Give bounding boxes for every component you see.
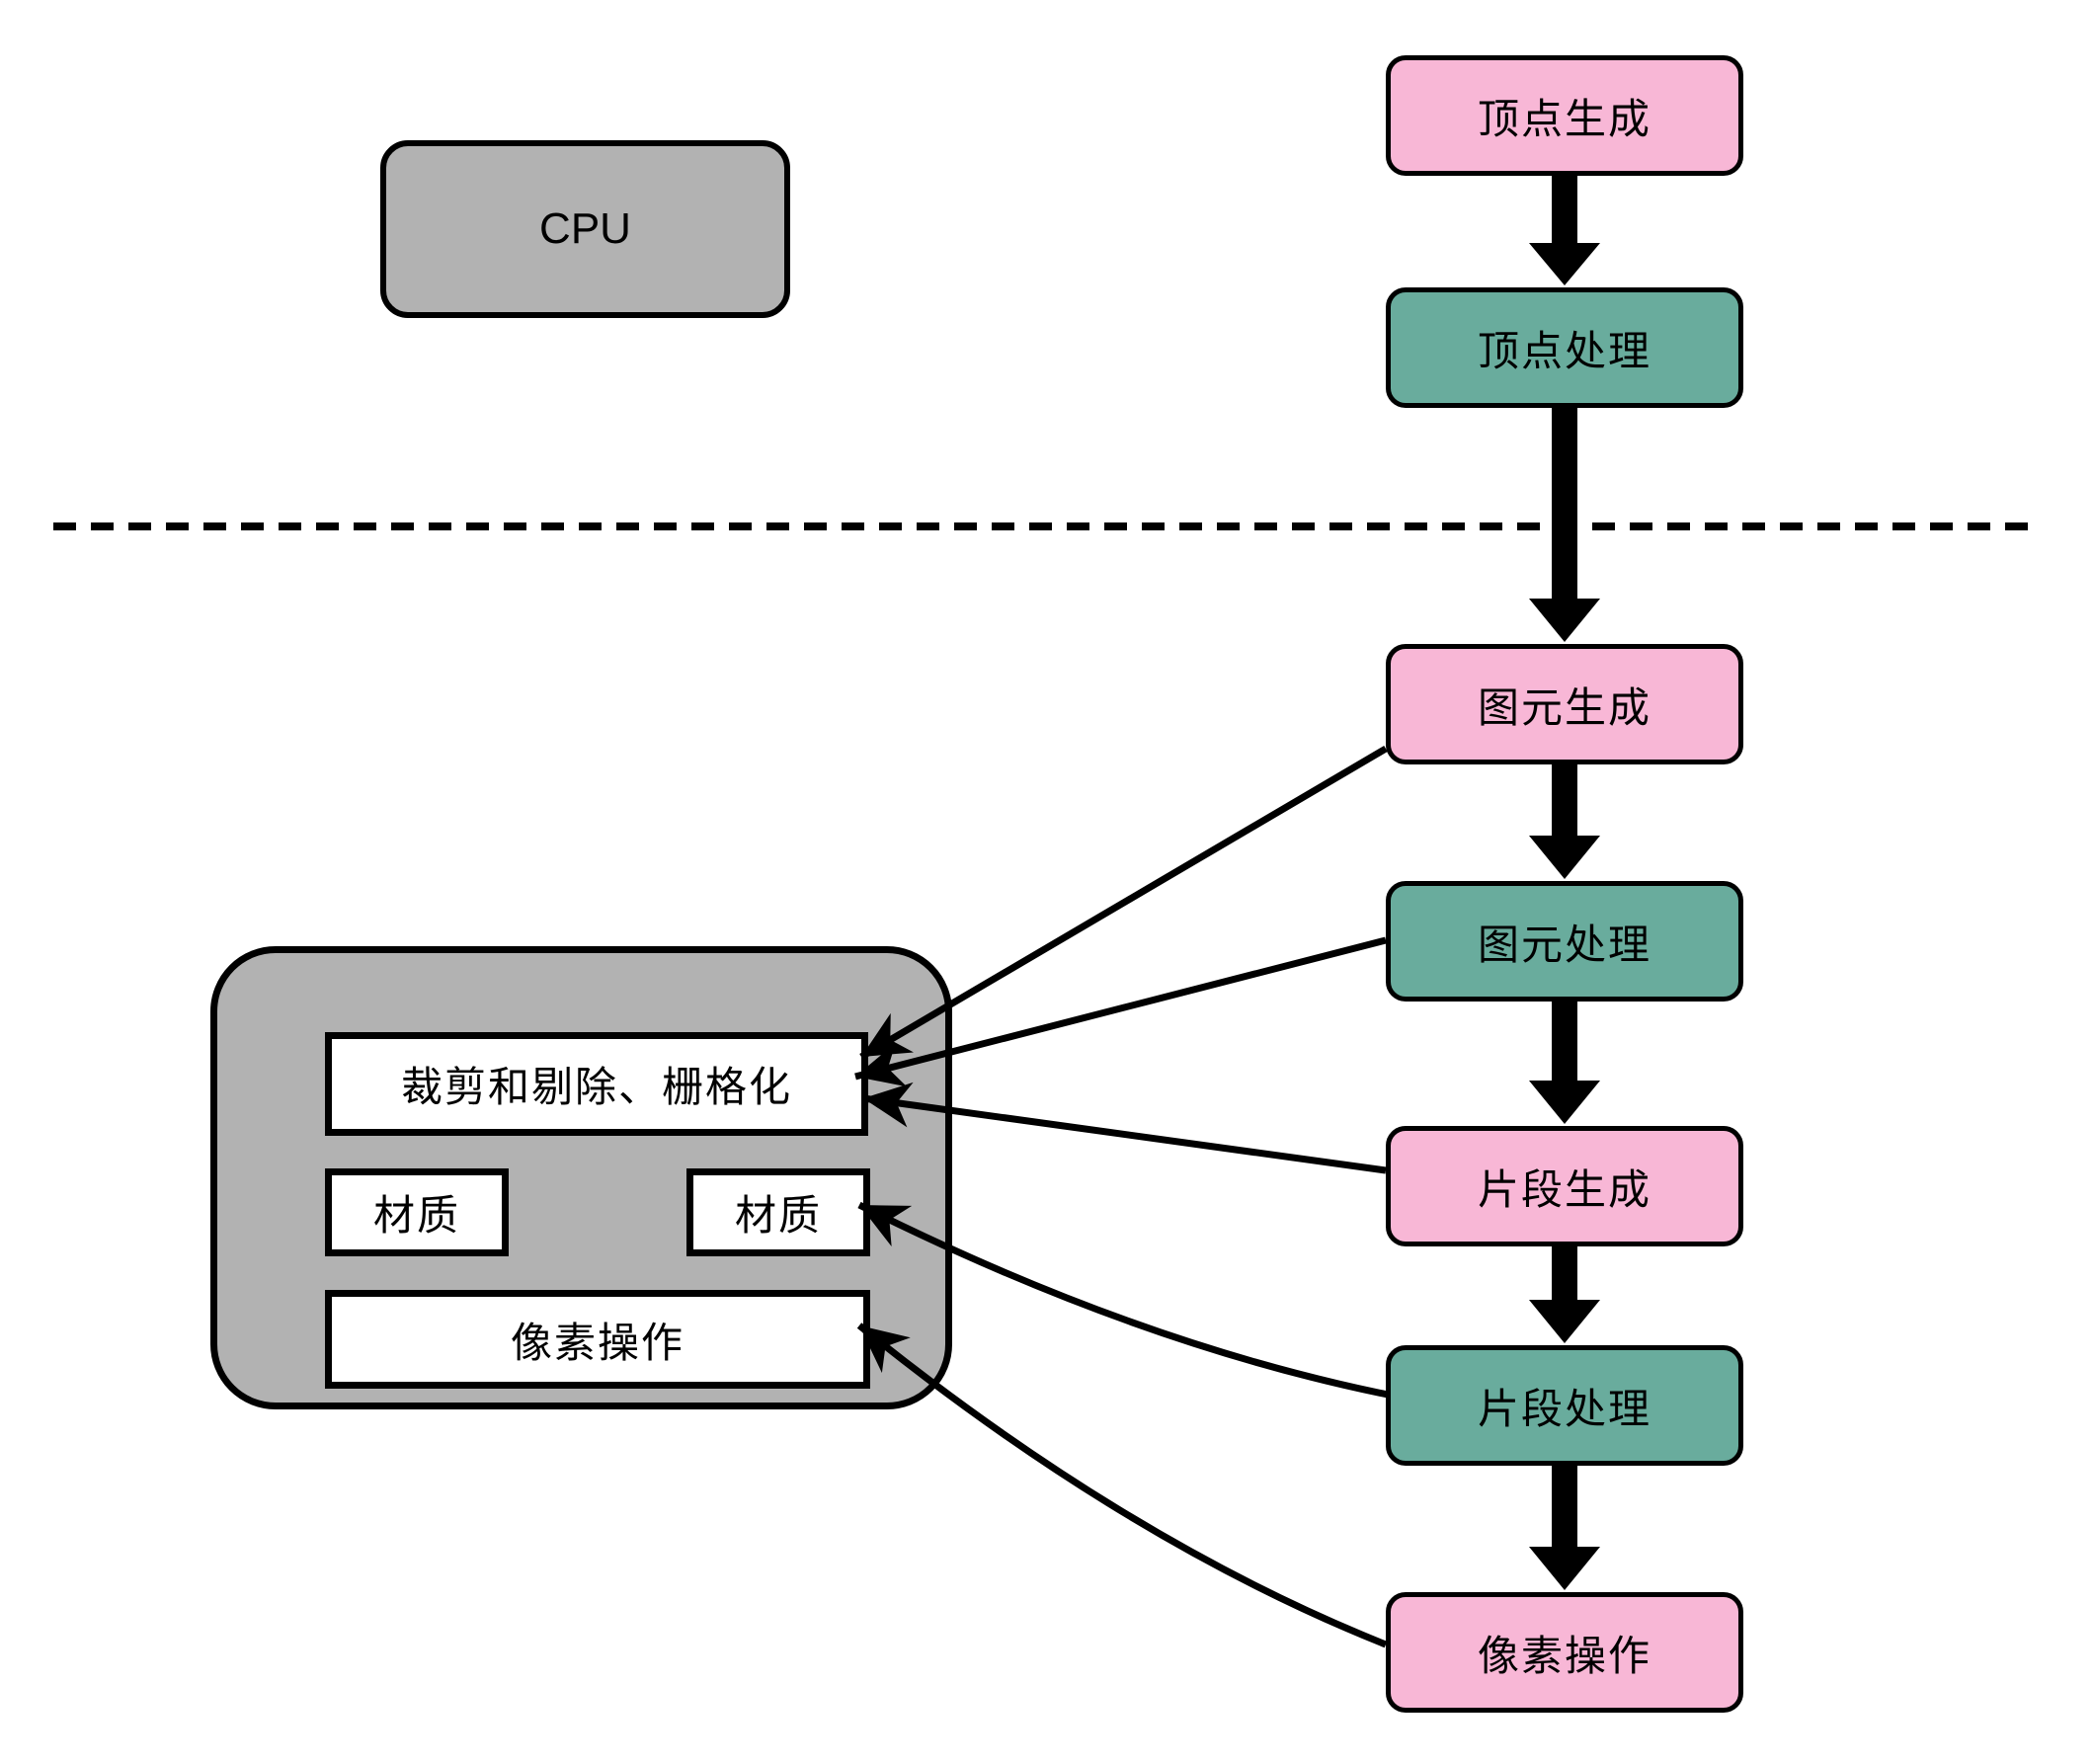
node-label: 图元处理: [1477, 921, 1651, 968]
node-fragment-generation: 片段生成: [1386, 1126, 1743, 1246]
arrow-down-icon: [1529, 174, 1600, 285]
pixel-operations-label: 像素操作: [510, 1319, 684, 1366]
clip-cull-rasterize-label: 裁剪和剔除、栅格化: [400, 1064, 792, 1110]
arrow-down-icon: [1529, 762, 1600, 879]
node-primitive-generation: 图元生成: [1386, 644, 1743, 764]
node-label: 图元生成: [1477, 683, 1651, 731]
arrow-down-icon: [1529, 406, 1600, 642]
node-primitive-processing: 图元处理: [1386, 881, 1743, 1002]
node-fragment-processing: 片段处理: [1386, 1345, 1743, 1466]
texture-box-left: 材质: [325, 1168, 509, 1256]
node-vertex-generation: 顶点生成: [1386, 55, 1743, 176]
clip-cull-rasterize-box: 裁剪和剔除、栅格化: [325, 1032, 868, 1136]
node-label: 像素操作: [1477, 1632, 1651, 1679]
arrow-down-icon: [1529, 1464, 1600, 1590]
cpu-box: CPU: [380, 140, 790, 318]
arrow-down-icon: [1529, 1244, 1600, 1343]
cpu-label: CPU: [539, 204, 631, 253]
arrow-down-icon: [1529, 1000, 1600, 1124]
node-label: 顶点生成: [1477, 95, 1651, 142]
gpu-block: 裁剪和剔除、栅格化 材质 材质 像素操作: [210, 946, 952, 1409]
node-label: 片段处理: [1477, 1385, 1651, 1432]
texture-right-label: 材质: [734, 1192, 822, 1239]
texture-left-label: 材质: [372, 1192, 460, 1239]
node-label: 顶点处理: [1477, 327, 1651, 374]
node-vertex-processing: 顶点处理: [1386, 287, 1743, 408]
pixel-operations-box: 像素操作: [325, 1290, 870, 1389]
node-label: 片段生成: [1477, 1165, 1651, 1213]
texture-box-right: 材质: [686, 1168, 870, 1256]
node-pixel-operations: 像素操作: [1386, 1592, 1743, 1713]
